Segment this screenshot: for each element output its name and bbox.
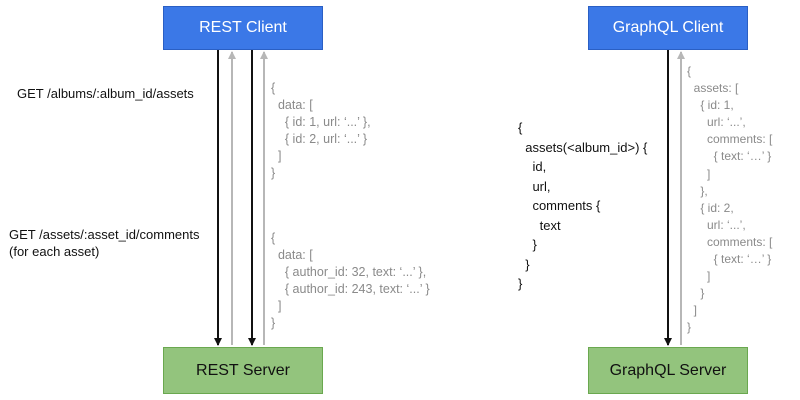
- rest-request-1-label: GET /albums/:album_id/assets: [17, 86, 194, 101]
- rest-client-label: REST Client: [199, 19, 287, 36]
- rest-server-label: REST Server: [196, 361, 290, 379]
- graphql-server-label: GraphQL Server: [609, 361, 727, 379]
- rest-response-2-json: { data: [ { author_id: 32, text: ‘...’ }…: [271, 231, 430, 330]
- rest-client-box: REST Client: [163, 6, 323, 50]
- rest-server-box: REST Server: [163, 347, 323, 394]
- graphql-response-json: { assets: [ { id: 1, url: ‘...’, comment…: [687, 64, 773, 335]
- graphql-server-box: GraphQL Server: [588, 347, 748, 394]
- rest-request-2-line-1: GET /assets/:asset_id/comments: [9, 227, 200, 242]
- graphql-client-label: GraphQL Client: [612, 19, 724, 36]
- rest-request-2-line-2: (for each asset): [9, 244, 100, 259]
- graphql-query: { assets(<album_id>) { id, url, comments…: [518, 120, 648, 291]
- rest-response-1-json: { data: [ { id: 1, url: ‘...’ }, { id: 2…: [271, 81, 371, 180]
- graphql-client-box: GraphQL Client: [588, 6, 748, 50]
- rest-request-2-label: GET /assets/:asset_id/comments (for each…: [9, 226, 200, 260]
